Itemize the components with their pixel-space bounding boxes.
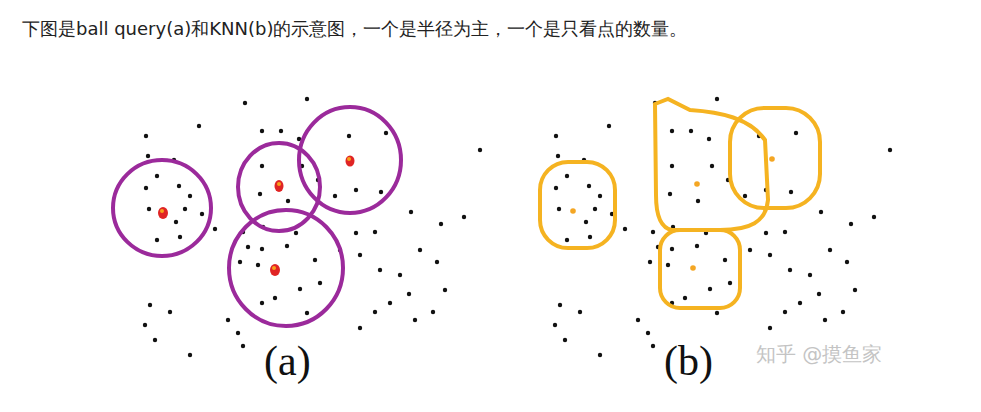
knn-regions bbox=[540, 99, 820, 308]
point-dots bbox=[553, 97, 892, 357]
query-ball bbox=[299, 107, 401, 213]
knn-region bbox=[730, 108, 820, 208]
center-points bbox=[570, 156, 775, 271]
panel-label: (a) bbox=[262, 336, 313, 386]
knn-region bbox=[540, 162, 615, 248]
center-points bbox=[158, 156, 355, 277]
point-dots bbox=[143, 97, 482, 357]
watermark: 知乎 @摸鱼家 bbox=[754, 342, 884, 366]
knn-region bbox=[660, 230, 740, 308]
knn-region bbox=[655, 99, 768, 230]
title-text: 下图是ball query(a)和KNN(b)的示意图，一个是半径为主，一个是只… bbox=[22, 18, 962, 40]
ball-query-circles bbox=[113, 107, 401, 326]
query-ball bbox=[229, 210, 343, 326]
panel-label: (b) bbox=[662, 336, 715, 386]
query-ball bbox=[113, 160, 211, 256]
